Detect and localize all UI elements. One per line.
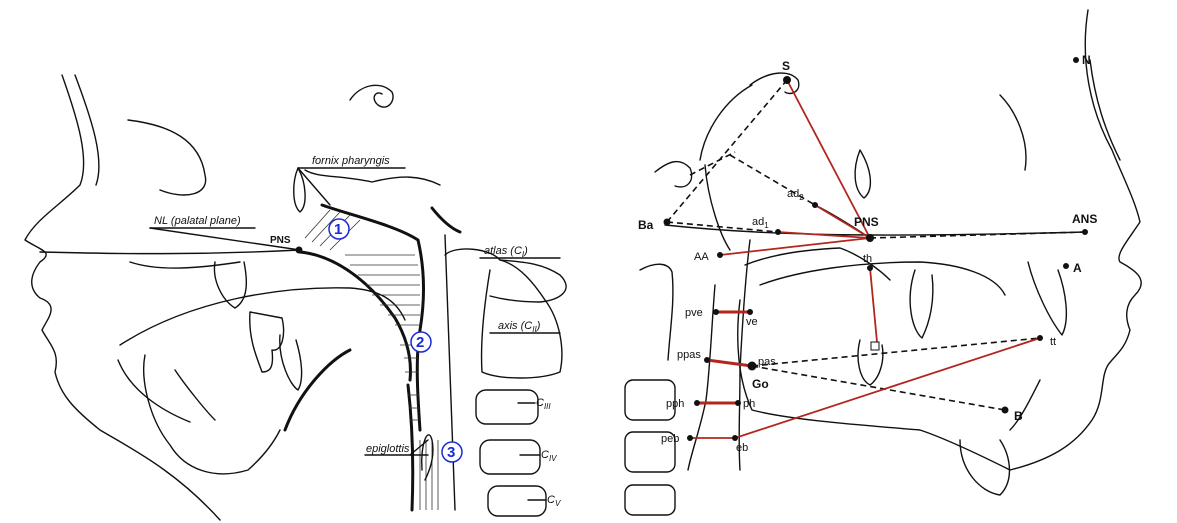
label-ve: ve	[746, 316, 758, 328]
region-2-number: 2	[416, 334, 424, 351]
lower-incisor	[118, 360, 190, 422]
label-pns: PNS	[854, 215, 879, 229]
point-ba	[664, 219, 671, 226]
label-pns-left: PNS	[270, 235, 291, 246]
label-epiglottis: epiglottis	[366, 443, 410, 455]
upper-tooth	[214, 262, 246, 308]
label-b: B	[1014, 409, 1023, 423]
label-pas: pas	[758, 356, 776, 368]
point-ad2	[812, 202, 818, 208]
axis-vertebra	[482, 260, 562, 378]
label-s: S	[782, 59, 790, 73]
tongue-right	[760, 262, 1005, 295]
label-ba: Ba	[638, 218, 654, 232]
right-angle-marker	[871, 342, 879, 350]
tear-shape-right	[855, 150, 870, 198]
label-pph: pph	[666, 398, 684, 410]
label-ad2: ad2	[787, 188, 804, 202]
label-axis: axis (CII)	[498, 320, 541, 334]
point-aa	[717, 252, 723, 258]
point-ve	[747, 309, 753, 315]
point-a	[1063, 263, 1069, 269]
red-th-perp	[870, 268, 877, 342]
point-peb	[687, 435, 693, 441]
point-s	[783, 76, 791, 84]
molar	[250, 312, 284, 372]
label-eb: eb	[736, 442, 748, 454]
point-go-pas	[748, 362, 757, 371]
cranial-edge	[432, 208, 460, 232]
right-panel: S N Ba PNS ANS A AA ad1 ad2 th pve ve pp…	[625, 10, 1141, 515]
molar-root	[280, 335, 302, 390]
point-ad1	[775, 229, 781, 235]
point-pph	[694, 400, 700, 406]
red-ppas-pas	[707, 360, 752, 366]
label-peb: peb	[661, 433, 679, 445]
clivus	[700, 85, 752, 160]
dash-go-b	[752, 366, 1005, 410]
lower-incisor-2	[175, 370, 215, 420]
point-n	[1073, 57, 1079, 63]
palatal-plane	[40, 250, 300, 254]
soft-palate	[300, 252, 410, 380]
label-c5: CV	[547, 494, 561, 508]
label-nl-palatal-plane: NL (palatal plane)	[154, 215, 241, 227]
epiglottis-shape	[422, 435, 433, 480]
left-panel: fornix pharyngis NL (palatal plane) PNS …	[25, 75, 566, 520]
label-ph: ph	[743, 398, 755, 410]
facial-profile	[25, 75, 220, 520]
c2-right	[640, 264, 673, 360]
point-ppas	[704, 357, 710, 363]
point-th	[867, 265, 873, 271]
cranial-base	[128, 120, 206, 195]
label-th: th	[863, 253, 872, 265]
label-go: Go	[752, 377, 769, 391]
vertebra-c3	[476, 390, 538, 424]
vertebra-c4	[480, 440, 540, 474]
label-n: N	[1082, 53, 1091, 67]
sella-curve	[350, 85, 393, 107]
sphenoid-line	[305, 170, 440, 185]
point-ans	[1082, 229, 1088, 235]
dash-ba-mid	[690, 152, 735, 175]
point-eb	[732, 435, 738, 441]
label-ppas: ppas	[677, 349, 701, 361]
chin-right	[960, 440, 1009, 495]
dash-ba-s	[667, 80, 787, 222]
mastoid-circle	[655, 162, 692, 187]
region-1-number: 1	[334, 221, 342, 238]
label-c3: CIII	[536, 397, 551, 411]
tongue-dorsum	[120, 288, 405, 345]
label-aa: AA	[694, 251, 709, 263]
point-pns	[866, 234, 874, 242]
prevertebral-line	[445, 235, 455, 510]
label-ad1: ad1	[752, 216, 769, 230]
point-tt	[1037, 335, 1043, 341]
label-pve: pve	[685, 307, 703, 319]
vertebra-right-3	[625, 485, 675, 515]
pterygoid-right	[705, 165, 730, 250]
label-ans: ANS	[1072, 212, 1097, 226]
vertebra-c5	[488, 486, 546, 516]
point-pve	[713, 309, 719, 315]
label-tt: tt	[1050, 336, 1056, 348]
label-fornix-pharyngis: fornix pharyngis	[312, 155, 390, 167]
point-b	[1002, 407, 1009, 414]
label-c4: CIV	[541, 449, 557, 463]
hyoid-line	[285, 350, 350, 430]
orbit-curve	[1000, 95, 1026, 170]
mandible-right	[738, 300, 1010, 470]
mandible	[144, 355, 280, 474]
upper-incisor-right	[1028, 262, 1066, 335]
maxilla-lower	[130, 262, 240, 268]
label-a: A	[1073, 261, 1082, 275]
region-3-number: 3	[447, 444, 455, 461]
label-atlas: atlas (CI)	[484, 245, 528, 259]
point-ph	[735, 400, 741, 406]
red-eb-tt	[735, 338, 1040, 438]
upper-molar-right	[910, 270, 933, 338]
